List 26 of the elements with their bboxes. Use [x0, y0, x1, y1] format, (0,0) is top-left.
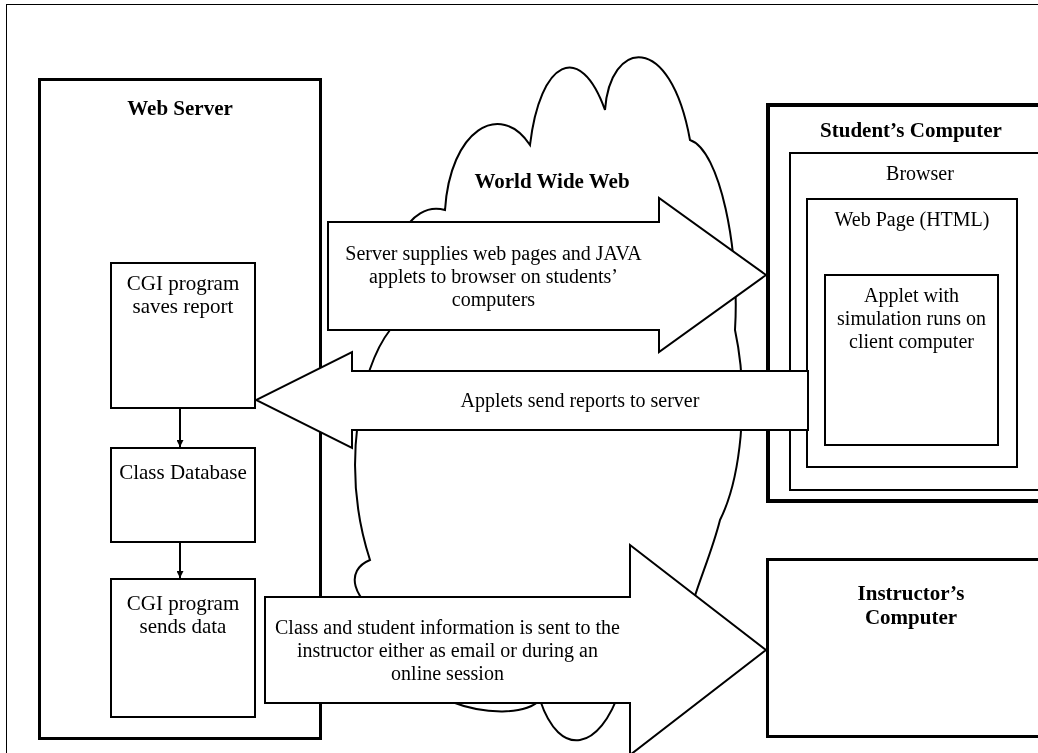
process-box: [110, 578, 256, 718]
heading: Web Server: [126, 95, 234, 122]
browser-box: [789, 152, 1038, 491]
heading: Student’s Computer: [819, 117, 1003, 144]
computer-box: [766, 558, 1038, 738]
block-arrow: [264, 542, 768, 753]
computer-box: [766, 103, 1038, 503]
block-arrow: [253, 350, 809, 450]
box-text: Web Page (HTML): [833, 207, 991, 231]
box-text: CGI program saves report: [125, 270, 241, 318]
box-text: Browser: [885, 161, 955, 186]
block-arrow: [327, 196, 768, 354]
arrow: [176, 408, 184, 448]
heading: Instructor’s Computer: [856, 580, 966, 629]
database-box: [110, 447, 256, 543]
box-text: CGI program sends data: [125, 590, 241, 638]
applet-box: [824, 274, 999, 446]
edge-label: Class and student information is sent to the instructor either as email or during an online session: [274, 615, 621, 685]
edge-label: Server supplies web pages and JAVA applets to browser on students’ computers: [344, 241, 643, 311]
arrow: [176, 542, 184, 579]
heading: World Wide Web: [473, 168, 631, 195]
edge-label: Applets send reports to server: [459, 389, 701, 412]
page-box: [806, 198, 1018, 468]
process-box: [110, 262, 256, 409]
box-text: Class Database: [118, 459, 248, 484]
box-text: Applet with simulation runs on client computer: [836, 283, 987, 353]
